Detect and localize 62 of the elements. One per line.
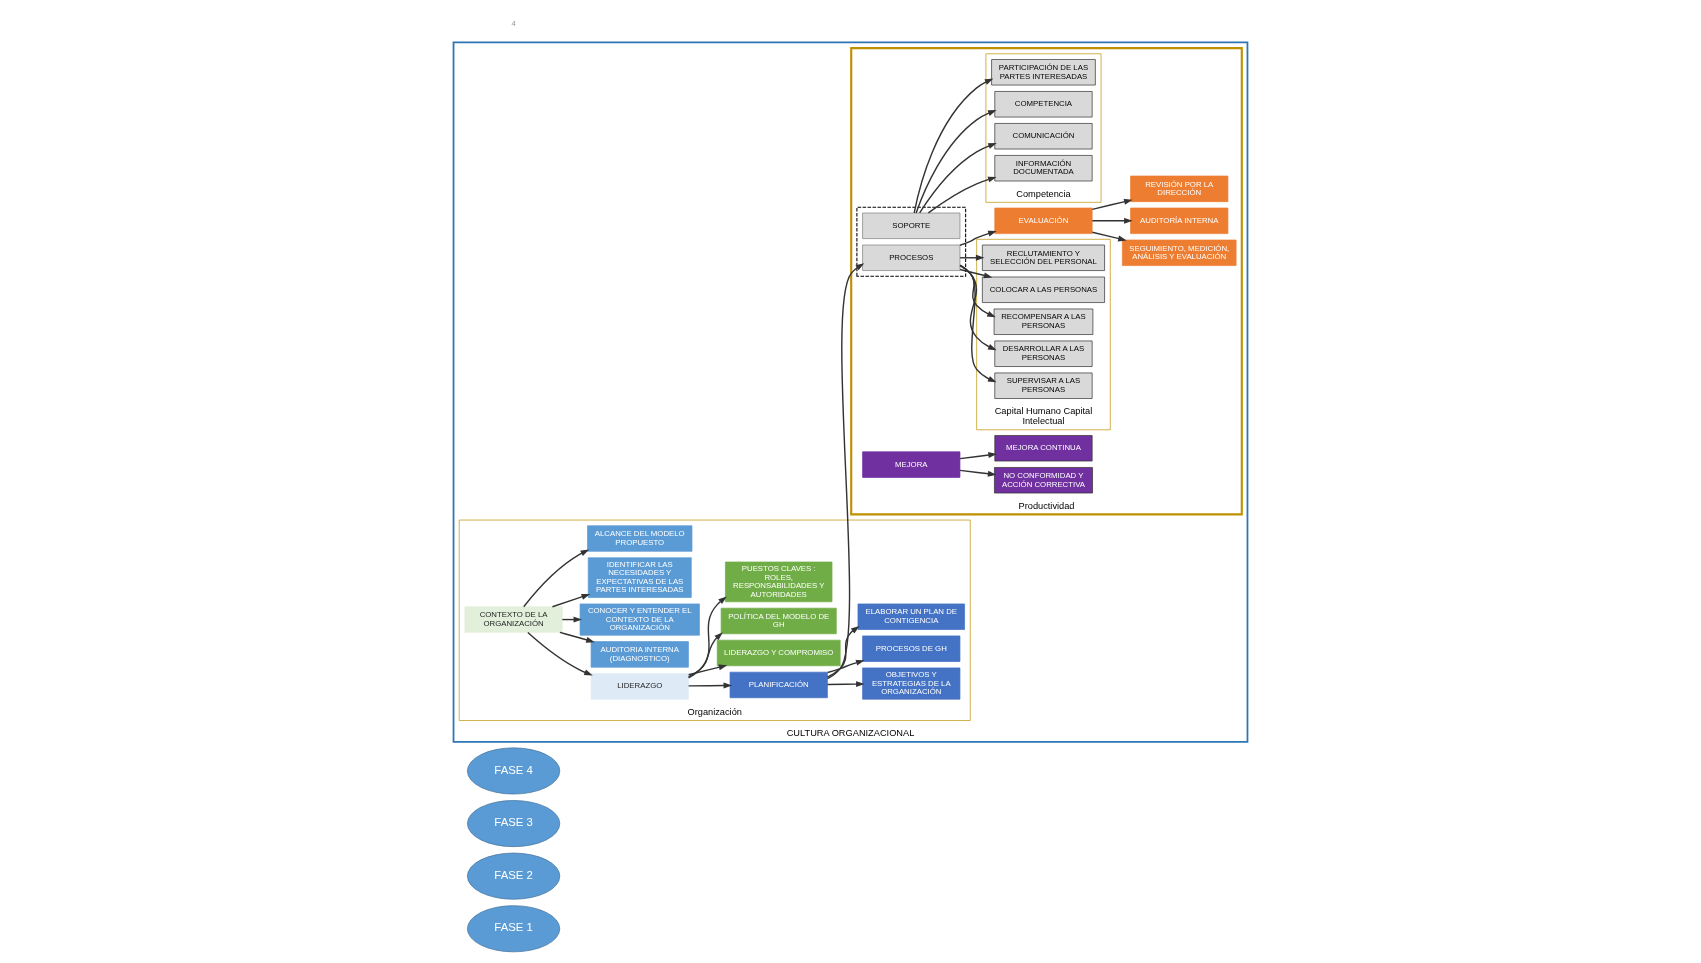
node-ellipse: FASE 3 [467,800,561,847]
node-ellipse: FASE 2 [467,852,561,900]
arrow [959,268,993,279]
label: 4 [511,18,516,28]
arrow [551,593,591,608]
arrow [687,664,728,676]
arrow [826,659,865,674]
node-box: AUDITORIA INTERNA (DIAGNOSTICO) [590,641,689,668]
node-box: LIDERAZGO Y COMPROMISO [716,639,841,667]
arrow [527,631,593,676]
node-box: COMUNICACIÓN [994,123,1093,150]
node-box: COLOCAR A LAS PERSONAS [982,276,1105,303]
node-box: IDENTIFICAR LAS NECESIDADES Y EXPECTATIVAS DE LAS PARTES INTERESADAS [587,557,692,598]
arrow [559,631,595,643]
arrow [959,469,997,477]
node-box: CONOCER Y ENTENDER EL CONTEXTO DE LA ORGANIZACIÓN [579,603,700,636]
node-box: RECLUTAMIENTO Y SELECCIÓN DEL PERSONAL [982,244,1105,271]
node-box: INFORMACIÓN DOCUMENTADA [994,155,1093,182]
arrow [826,681,865,688]
arrow [1091,217,1133,224]
arrow [915,110,997,214]
node-box: EVALUACIÓN [994,207,1093,234]
node-box: COMPETENCIA [994,91,1093,118]
arrow [959,264,997,351]
arrow [1091,231,1127,242]
arrow [918,143,997,214]
node-box: PARTICIPACIÓN DE LAS PARTES INTERESADAS [991,59,1096,86]
node-box: NO CONFORMIDAD Y ACCIÓN CORRECTIVA [994,467,1093,494]
node-box: SUPERVISAR A LAS PERSONAS [994,372,1093,399]
arrow [927,176,997,214]
node-box: MEJORA CONTINUA [994,435,1093,462]
node-ellipse: FASE 1 [467,905,561,953]
node-box: ALCANCE DEL MODELO PROPUESTO [587,525,693,552]
arrow [1091,198,1133,211]
arrow [959,452,997,460]
arrow [687,632,723,678]
node-box: REVISIÓN POR LA DIRECCIÓN [1130,175,1229,202]
arrow [959,230,997,246]
node-box: PLANIFICACIÓN [729,671,828,699]
node-box: MEJORA [862,451,961,478]
node-box: CONTEXTO DE LA ORGANIZACIÓN [464,606,563,633]
node-box: SOPORTE [862,212,961,239]
arrow [959,264,997,383]
node-box: LIDERAZGO [590,673,689,700]
node-ellipse: FASE 4 [467,747,561,795]
node-box: AUDITORÍA INTERNA [1130,207,1229,234]
arrow [959,265,996,318]
arrow [826,626,860,678]
arrow [826,263,865,680]
node-box: DESARROLLAR A LAS PERSONAS [994,340,1093,367]
arrow [687,596,727,679]
node-box: PUESTOS CLAVES : ROLES, RESPONSABILIDADES Y AUTORIDADES [725,561,833,603]
node-box: ELABORAR UN PLAN DE CONTIGENCIA [857,603,965,630]
arrow [523,549,590,608]
node-box: RECOMPENSAR A LAS PERSONAS [993,308,1094,335]
arrow [687,682,733,689]
node-box: OBJETIVOS Y ESTRATEGIAS DE LA ORGANIZACIÓN [862,667,961,700]
node-box: POLÍTICA DEL MODELO DE GH [720,607,837,635]
node-box: PROCESOS [862,244,961,271]
node-box: SEGUIMIENTO, MEDICIÓN, ANÁLISIS Y EVALUACIÓN [1122,239,1237,266]
node-box: PROCESOS DE GH [862,635,961,662]
arrow [913,78,994,214]
